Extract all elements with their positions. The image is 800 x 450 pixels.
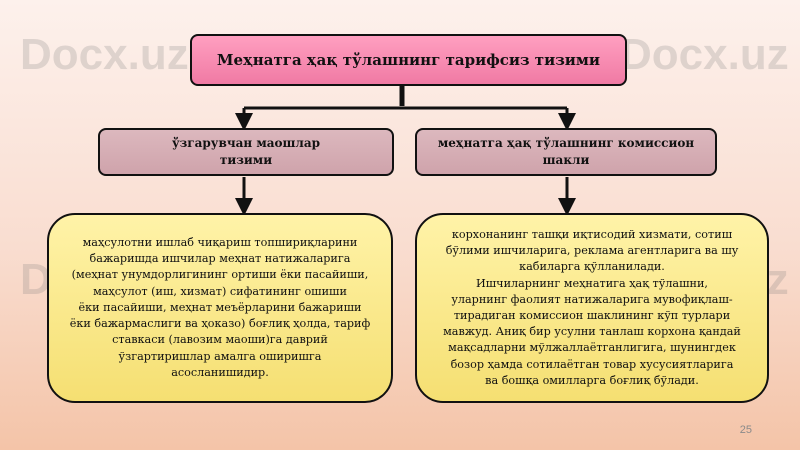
watermark: Docx.uz [20, 30, 189, 79]
watermark: Docx.uz [620, 30, 789, 79]
title-text: Меҳнатга ҳақ тўлашнинг тарифсиз тизими [216, 51, 601, 69]
description-variable-salary: маҳсулотни ишлаб чиқариш топшириқларини … [47, 213, 393, 403]
description-text: маҳсулотни ишлаб чиқариш топшириқларини … [69, 236, 371, 379]
branch-label: меҳнатга ҳақ тўлашнинг комиссион шакли [437, 136, 695, 167]
branch-variable-salary: ўзгарувчан маошлар тизими [98, 128, 394, 176]
branch-commission: меҳнатга ҳақ тўлашнинг комиссион шакли [415, 128, 717, 176]
diagram-title: Меҳнатга ҳақ тўлашнинг тарифсиз тизими [190, 34, 627, 86]
description-commission: корхонанинг ташқи иқтисодий хизмати, сот… [415, 213, 769, 403]
page-number: 25 [739, 424, 752, 436]
branch-label: ўзгарувчан маошлар тизими [171, 136, 321, 167]
description-text: корхонанинг ташқи иқтисодий хизмати, сот… [443, 227, 741, 387]
